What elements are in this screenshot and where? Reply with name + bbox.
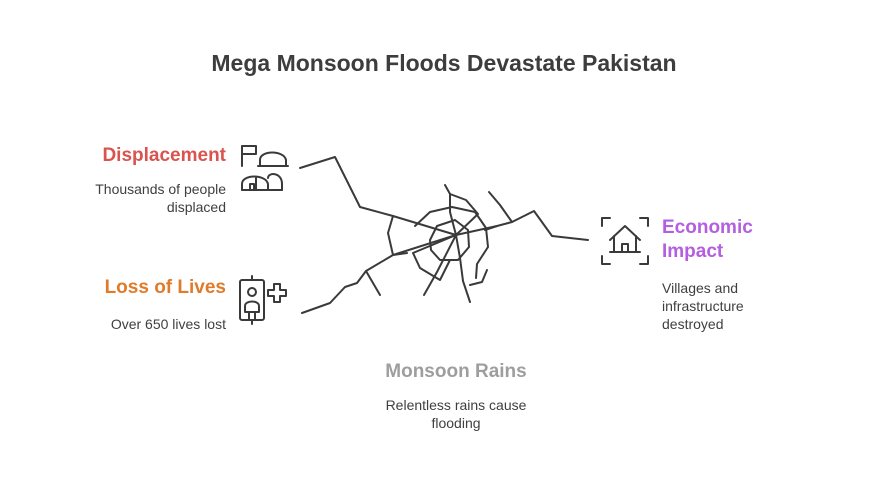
loss-of-lives-label: Loss of Lives (104, 277, 226, 298)
crack-line-economic (484, 210, 589, 241)
economic-impact-label-line1: Economic (662, 217, 753, 238)
crack-outer-ring (414, 206, 489, 279)
crack-line-lives (301, 252, 408, 314)
economic-impact-desc: Villages and infrastructure destroyed (662, 279, 744, 333)
house-icon (601, 217, 649, 265)
crack-ray-loop (469, 269, 488, 286)
crack-line-lives-branch (365, 270, 381, 296)
monsoon-rains-label: Monsoon Rains (385, 361, 527, 382)
economic-impact-label: Economic Impact (662, 216, 753, 264)
crack-inner-ring (429, 219, 470, 261)
monsoon-rains-desc-line1: Relentless rains cause (385, 397, 527, 413)
loss-of-lives-desc-line1: Over 650 lives lost (110, 316, 226, 332)
loss-of-lives-desc: Over 650 lives lost (40, 315, 226, 333)
monsoon-rains-desc-line2: flooding (431, 415, 481, 431)
crack-line-displacement (299, 156, 394, 217)
displacement-label: Displacement (102, 145, 226, 166)
monsoon-rains-desc: Relentless rains cause flooding (306, 396, 606, 432)
crack-ray-right (455, 225, 498, 236)
economic-impact-desc-line2: infrastructure (662, 298, 744, 314)
crack-rays (444, 184, 471, 303)
economic-impact-desc-line3: destroyed (662, 316, 724, 332)
tents-icon (241, 145, 289, 191)
economic-impact-desc-line1: Villages and (662, 280, 739, 296)
person-medical-icon (239, 275, 287, 325)
page-title: Mega Monsoon Floods Devastate Pakistan (211, 50, 677, 76)
economic-impact-label-line2: Impact (662, 241, 724, 262)
crack-ray-left (387, 215, 457, 256)
displacement-desc-line1: Thousands of people (95, 181, 226, 197)
crack-ray-upright (449, 193, 479, 236)
crack-ray-lowleft (412, 234, 457, 281)
crack-line-economic-branch (488, 191, 513, 223)
crack-graphic (299, 156, 589, 314)
displacement-desc-line2: displaced (166, 199, 226, 215)
displacement-desc: Thousands of people displaced (40, 180, 226, 216)
crack-ray-lower (423, 234, 457, 296)
